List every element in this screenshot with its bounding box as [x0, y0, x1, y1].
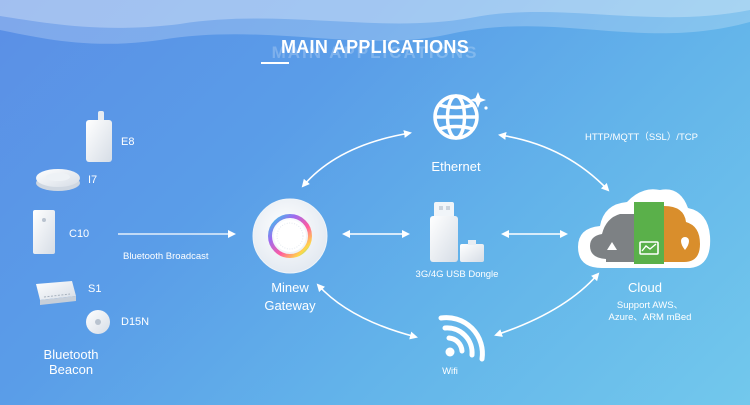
cloud-support-line2: Azure、ARM mBed [608, 312, 692, 323]
wifi-label: Wifi [442, 366, 458, 377]
gateway-label-line1: Minew [271, 280, 309, 295]
bluetooth-beacon-label-line1: Bluetooth [43, 347, 99, 362]
beacon-c10-device [33, 210, 55, 254]
usb-dongle-device [430, 202, 484, 262]
cloud-label: Cloud [628, 280, 662, 295]
usb-dongle-label: 3G/4G USB Dongle [415, 269, 499, 280]
beacon-i7-label: I7 [88, 174, 98, 186]
header-waves [0, 0, 750, 44]
title-ghost-text: MAIN APPLICATIONS [271, 43, 479, 62]
arrow-gateway-ethernet [301, 130, 412, 188]
gateway-device [252, 198, 328, 274]
beacon-c10-label: C10 [69, 228, 90, 240]
arrow-wifi-cloud [494, 272, 600, 337]
beacon-i7-device [36, 169, 80, 191]
arrow-ethernet-cloud [498, 131, 610, 192]
beacon-s1-label: S1 [88, 283, 102, 295]
connection-arrows [301, 130, 610, 340]
wifi-icon [438, 315, 485, 362]
beacon-d15n-label: D15N [121, 316, 150, 328]
arrow-gateway-wifi [316, 283, 418, 340]
cloud-icon [578, 189, 711, 268]
cloud-support-line1: Support AWS、 [616, 300, 684, 311]
beacon-e8-device [86, 111, 112, 162]
bluetooth-broadcast-label: Bluetooth Broadcast [123, 251, 209, 262]
globe-icon [433, 94, 479, 140]
title-underline [261, 62, 289, 64]
ethernet-label: Ethernet [431, 159, 481, 174]
protocols-label: HTTP/MQTT（SSL）/TCP [585, 132, 698, 143]
page-title: MAIN APPLICATIONS [280, 37, 470, 57]
beacon-s1-device [36, 281, 76, 305]
globe-sparkle-icon [470, 92, 488, 110]
beacon-e8-label: E8 [121, 136, 135, 148]
gateway-label-line2: Gateway [264, 298, 316, 313]
bluetooth-beacon-label-line2: Beacon [48, 362, 94, 377]
beacon-d15n-device [86, 310, 110, 334]
arrow-beacon-to-gateway [118, 230, 236, 238]
